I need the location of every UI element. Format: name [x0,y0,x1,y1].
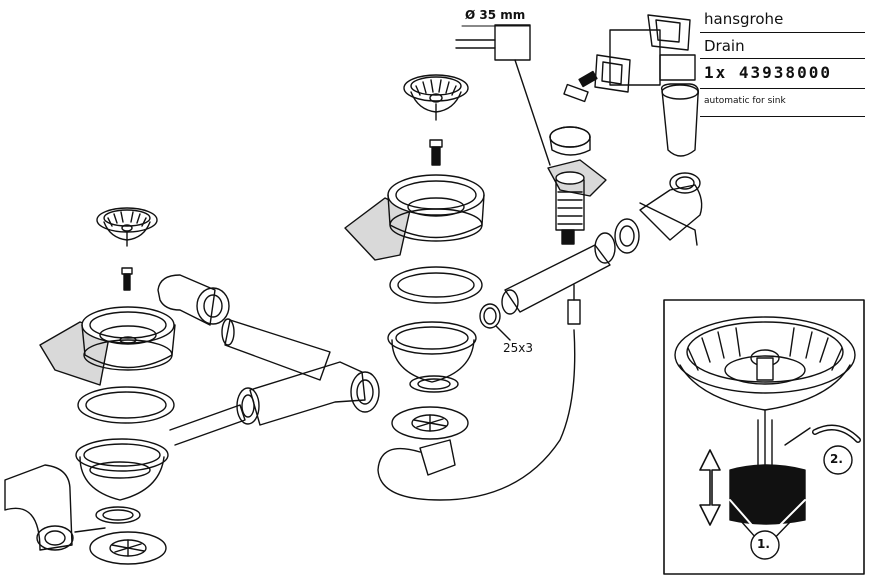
left-gasket-rings [75,386,175,524]
tee-connector [169,361,380,446]
step-2-label: 2. [830,452,843,466]
article-number: 1x 43938000 [704,63,832,82]
overflow-pipe-right [501,218,640,315]
top-elbow-connector [157,274,230,326]
bowden-cable [377,284,581,501]
divider-line [700,88,865,89]
right-sink-flange [344,174,485,261]
overflow-elbow [639,172,703,246]
left-screw [121,267,133,291]
right-strainer-basket [403,74,469,121]
product-type: Drain [704,37,745,55]
divider-line [700,32,865,33]
divider-line [700,116,865,117]
tap-hole-dimension-sketch [455,24,551,166]
seal-size-label: 25x3 [503,341,534,355]
product-description: automatic for sink [704,96,786,106]
left-strainer-basket [96,207,158,247]
overflow-pipe-long [221,318,331,381]
tap-hole-cap-and-mount [547,126,607,245]
seal-ring-25x3 [479,303,511,341]
step-1-label: 1. [757,537,770,551]
divider-line [700,58,865,59]
right-outlet-valve [391,406,469,476]
left-elbow-pipe [4,464,74,551]
right-screw [429,139,443,166]
right-gasket-rings [387,266,483,393]
overflow-cover-assembly [563,14,700,157]
left-sink-flange [39,306,176,386]
detail-inset [663,299,865,575]
left-outlet-valve [74,527,167,565]
brand-name: hansgrohe [704,10,784,28]
hole-diameter-label: Ø 35 mm [465,8,526,22]
